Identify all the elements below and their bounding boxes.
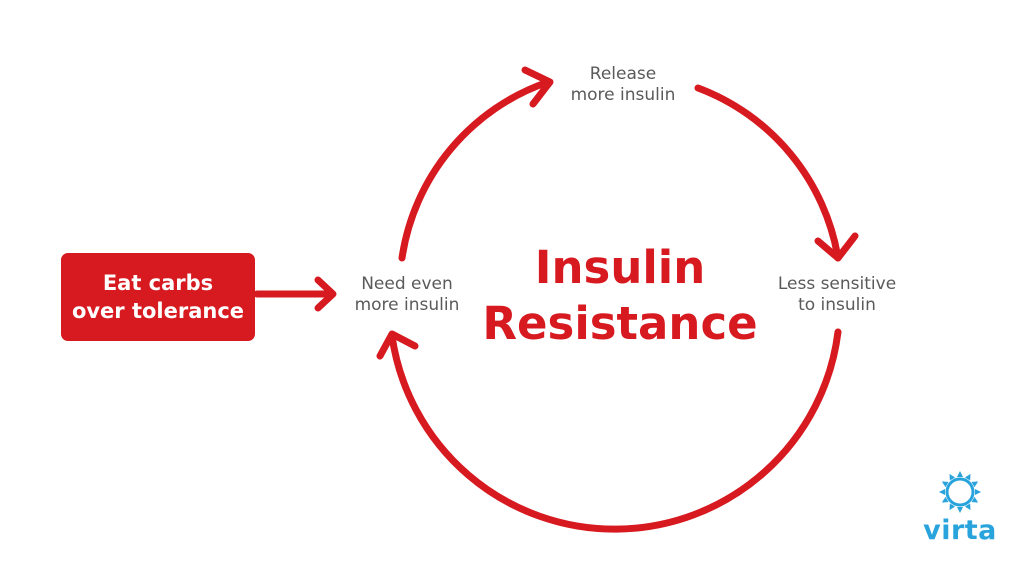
start-box-line-1: Eat carbs (102, 271, 214, 295)
center-title-line-1: Insulin (534, 241, 706, 294)
node-release-line-1: Release (589, 64, 657, 84)
node-need-line-2: more insulin (354, 295, 460, 315)
arrowhead-start (314, 276, 337, 312)
logo-text: virta (923, 515, 997, 546)
arrow-release-to-less (694, 84, 842, 262)
arrow-need-to-release (398, 78, 552, 262)
sun-icon (939, 471, 981, 513)
node-need-even-more: Need even more insulin (332, 274, 482, 316)
node-release-line-2: more insulin (570, 85, 676, 105)
node-release-more-insulin: Release more insulin (538, 64, 708, 106)
start-box-line-2: over tolerance (71, 299, 245, 323)
node-less-line-2: to insulin (798, 295, 876, 315)
center-title-line-2: Resistance (482, 297, 758, 350)
arrowhead-release (521, 66, 554, 108)
arrowhead-less (814, 232, 859, 262)
arrowhead-need (376, 330, 419, 360)
node-less-line-1: Less sensitive (777, 274, 897, 294)
node-need-line-1: Need even (361, 274, 453, 294)
virta-logo: virta (920, 470, 1000, 550)
arrow-less-to-need (388, 328, 842, 533)
node-less-sensitive: Less sensitive to insulin (752, 274, 922, 316)
start-box-eat-carbs: Eat carbs over tolerance (61, 253, 255, 341)
center-title: Insulin Resistance (470, 240, 770, 352)
